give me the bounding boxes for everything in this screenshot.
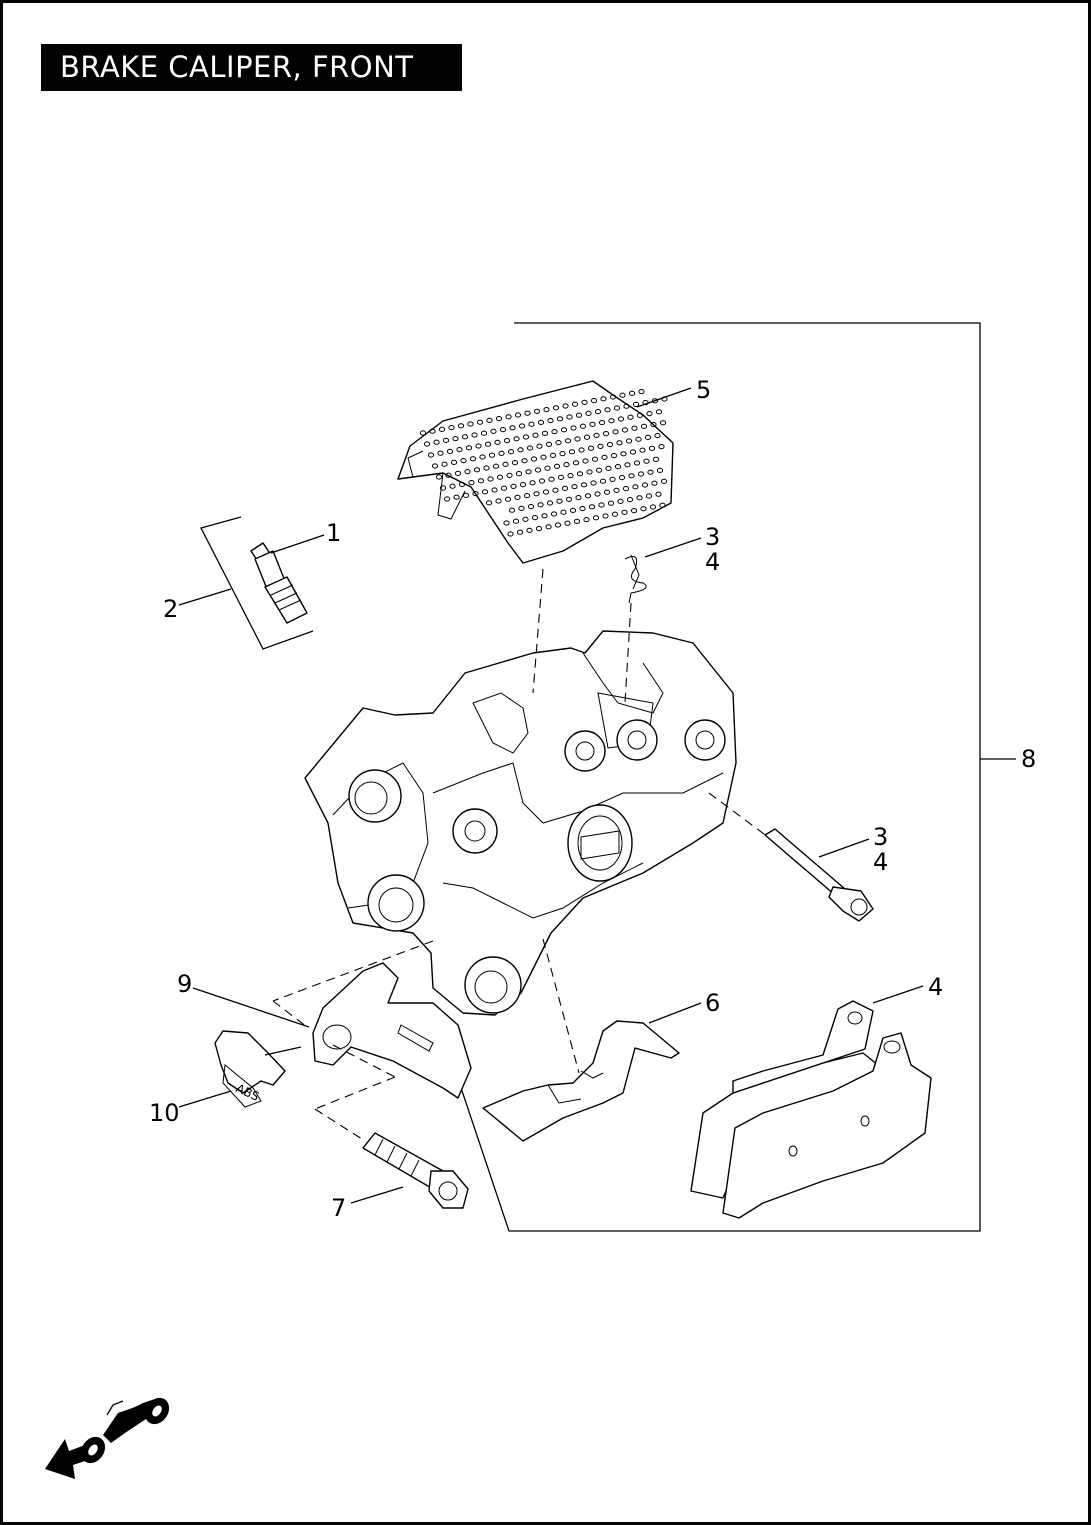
exploded-view-drawing: ABS — [45, 322, 1036, 1479]
assembly-bracket-8 — [450, 322, 1016, 1232]
abs-sensor-bracket-part-9 — [312, 962, 472, 1099]
leader-lines — [178, 387, 924, 1204]
brake-caliper-body — [304, 630, 737, 1016]
bleeder-valve-part-1 — [200, 516, 314, 650]
callout-7: 7 — [331, 1194, 346, 1222]
mounting-bolt-part-7 — [362, 1132, 469, 1209]
callout-6: 6 — [705, 989, 720, 1017]
callout-numbers: 5 1 2 3 4 8 3 4 4 6 9 10 7 — [149, 376, 1036, 1222]
pad-pin-clip-part-3-4 — [624, 554, 647, 604]
motorcycle-front-direction-icon — [45, 1397, 170, 1479]
callout-8: 8 — [1021, 745, 1036, 773]
callout-9: 9 — [177, 970, 192, 998]
pad-pin-part-3-4 — [764, 828, 874, 922]
callout-4-pin: 4 — [873, 848, 888, 876]
callout-4-pads: 4 — [928, 973, 943, 1001]
callout-3-clip: 3 — [705, 523, 720, 551]
callout-4-clip: 4 — [705, 548, 720, 576]
abs-marking: ABS — [234, 1081, 262, 1104]
callout-3-pin: 3 — [873, 823, 888, 851]
callout-2: 2 — [163, 595, 178, 623]
caliper-cover-part-5 — [397, 380, 674, 564]
assembly-dash-lines — [272, 568, 769, 1142]
brake-pads-part-4 — [690, 1000, 932, 1219]
abs-sensor-part-10: ABS — [214, 1030, 302, 1108]
callout-10: 10 — [149, 1099, 180, 1127]
callout-1: 1 — [326, 519, 341, 547]
callout-5: 5 — [696, 376, 711, 404]
page-title: BRAKE CALIPER, FRONT — [41, 44, 462, 91]
pad-spring-plate-part-6 — [482, 1020, 680, 1142]
